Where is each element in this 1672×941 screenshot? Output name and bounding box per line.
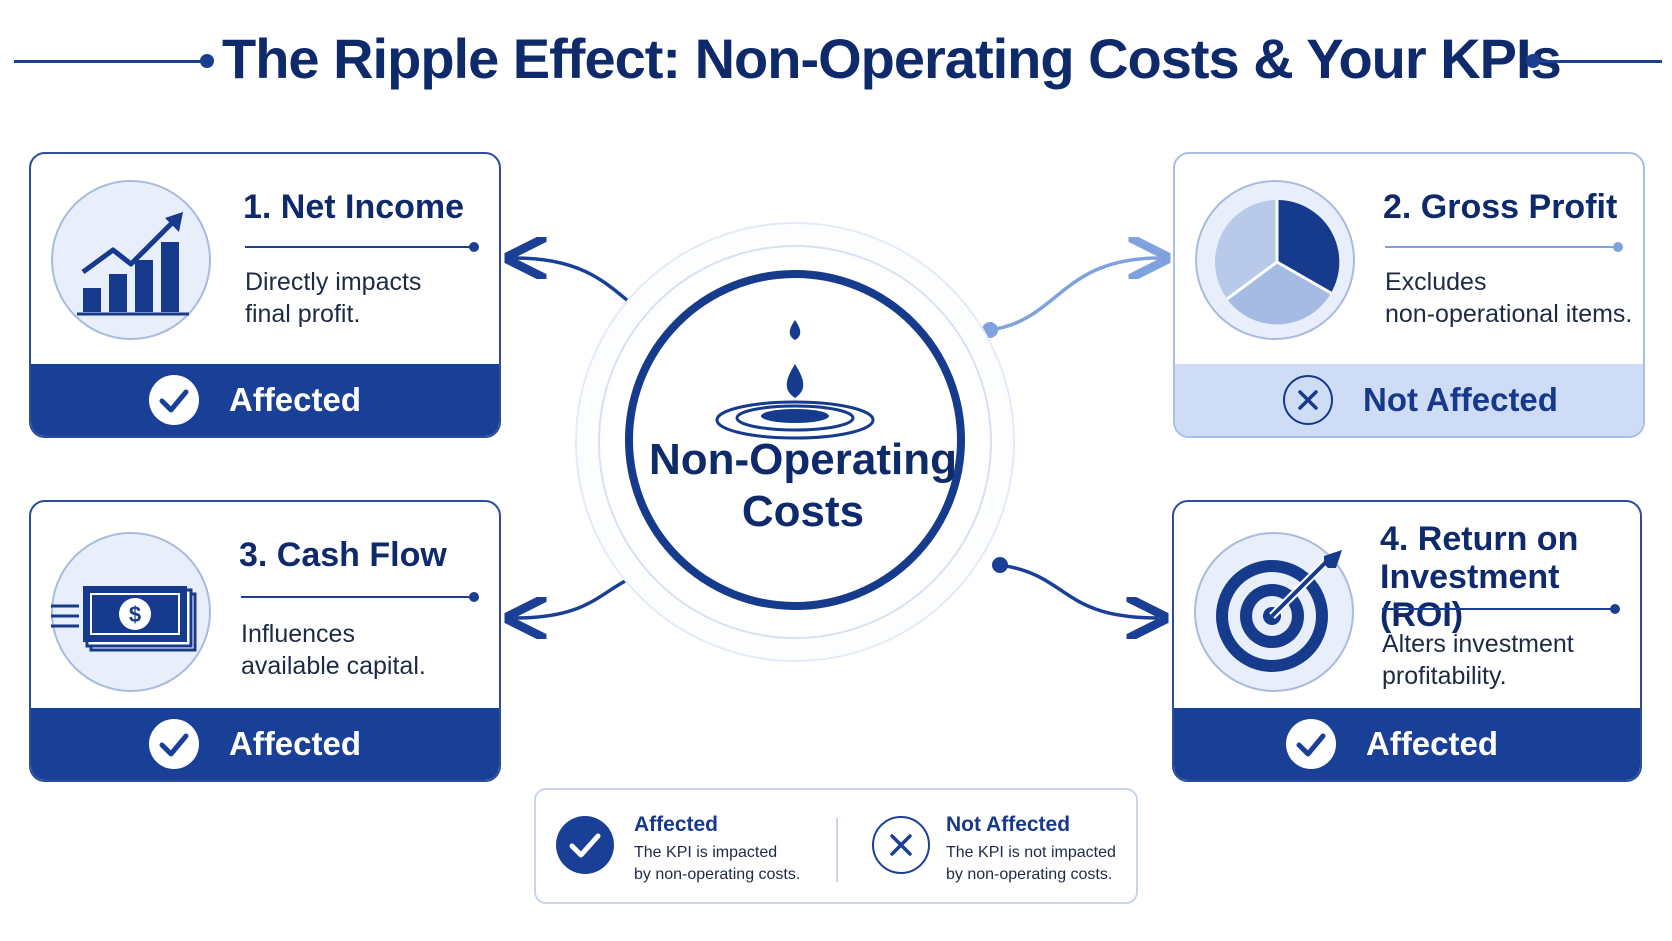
status-footer: Affected [31, 708, 499, 780]
card-rule [1385, 246, 1617, 248]
target-arrow-icon [1216, 550, 1342, 672]
card-title: 2. Gross Profit [1383, 188, 1618, 226]
center-halo-inner [598, 245, 992, 639]
card-description-line1: Excludes [1385, 268, 1487, 296]
legend-affected-desc-line2: by non-operating costs. [634, 866, 801, 883]
icon-circle: $ [51, 532, 211, 692]
card-title-line2: Investment (ROI) [1380, 558, 1560, 634]
legend-separator [836, 818, 838, 882]
water-drop-ripple-icon [715, 320, 875, 440]
card-title: 1. Net Income [243, 188, 465, 226]
svg-text:$: $ [129, 602, 141, 627]
connector-gross-profit [989, 258, 1160, 332]
title-row: The Ripple Effect: Non-Operating Costs &… [0, 22, 1672, 98]
card-rule [241, 596, 473, 598]
legend-not-affected-desc: The KPI is not impacted by non-operating… [946, 842, 1146, 886]
card-rule [1382, 608, 1614, 610]
card-rule [245, 246, 473, 248]
card-description-line2: final profit. [245, 300, 361, 328]
check-icon [1286, 719, 1336, 769]
title-dot-left [200, 54, 214, 68]
icon-circle [1195, 180, 1355, 340]
status-label: Not Affected [1363, 381, 1558, 418]
card-title: 3. Cash Flow [239, 536, 447, 574]
legend-not-affected-title: Not Affected [946, 813, 1071, 836]
check-icon [149, 719, 199, 769]
card-rule-dot [469, 592, 479, 602]
title-rule-right [1540, 60, 1662, 63]
card-description: Alters investment profitability. [1382, 628, 1640, 692]
status-label: Affected [229, 725, 362, 762]
icon-circle [1194, 532, 1354, 692]
legend: Affected The KPI is impacted by non-oper… [534, 788, 1138, 904]
legend-not-affected-desc-line2: by non-operating costs. [946, 866, 1113, 883]
card-description: Directly impacts final profit. [245, 266, 499, 330]
card-title: 4. Return on Investment (ROI) [1380, 520, 1640, 634]
legend-affected-desc: The KPI is impacted by non-operating cos… [634, 842, 834, 886]
legend-check-icon [556, 816, 614, 874]
status-label: Affected [1366, 725, 1499, 762]
card-rule-dot [1613, 242, 1623, 252]
x-mark-icon [1283, 375, 1333, 425]
center-label-line2: Costs [741, 487, 865, 536]
page-title: The Ripple Effect: Non-Operating Costs &… [222, 27, 1562, 90]
status-label: Affected [229, 381, 362, 418]
kpi-card-cash-flow: $ 3. Cash Flow Influences available capi… [29, 500, 501, 782]
cash-stack-icon: $ [51, 586, 197, 652]
title-rule-left [14, 60, 204, 63]
card-description-line2: profitability. [1382, 662, 1507, 690]
card-rule-dot [1610, 604, 1620, 614]
check-icon [149, 375, 199, 425]
growth-bar-chart-icon [77, 212, 189, 316]
legend-affected-desc-line1: The KPI is impacted [634, 844, 778, 861]
legend-affected-title: Affected [634, 813, 719, 836]
icon-circle [51, 180, 211, 340]
kpi-card-gross-profit: 2. Gross Profit Excludes non-operational… [1173, 152, 1645, 438]
card-rule-dot [469, 242, 479, 252]
card-description-line2: non-operational items. [1385, 300, 1633, 328]
pie-chart-icon [1215, 199, 1340, 325]
center-node: Non-Operating Costs [625, 270, 965, 610]
status-footer: Affected [31, 364, 499, 436]
card-description-line2: available capital. [241, 652, 426, 680]
card-title-line1: 4. Return on [1380, 520, 1579, 558]
center-label: Non-Operating Costs [633, 434, 973, 538]
center-circle: Non-Operating Costs [625, 270, 965, 610]
title-dot-right [1526, 54, 1540, 68]
status-footer: Affected [1174, 708, 1640, 780]
center-label-line1: Non-Operating [649, 435, 957, 484]
card-description: Influences available capital. [241, 618, 499, 682]
card-description-line1: Directly impacts [245, 268, 422, 296]
legend-x-mark-icon [872, 816, 930, 874]
card-description: Excludes non-operational items. [1385, 266, 1643, 330]
card-description-line1: Alters investment [1382, 630, 1574, 658]
status-footer: Not Affected [1175, 364, 1643, 436]
connector-roi [999, 563, 1158, 618]
card-description-line1: Influences [241, 620, 355, 648]
connector-node-roi [992, 557, 1008, 573]
kpi-card-roi: 4. Return on Investment (ROI) Alters inv… [1172, 500, 1642, 782]
kpi-card-net-income: 1. Net Income Directly impacts final pro… [29, 152, 501, 438]
legend-not-affected-desc-line1: The KPI is not impacted [946, 844, 1116, 861]
